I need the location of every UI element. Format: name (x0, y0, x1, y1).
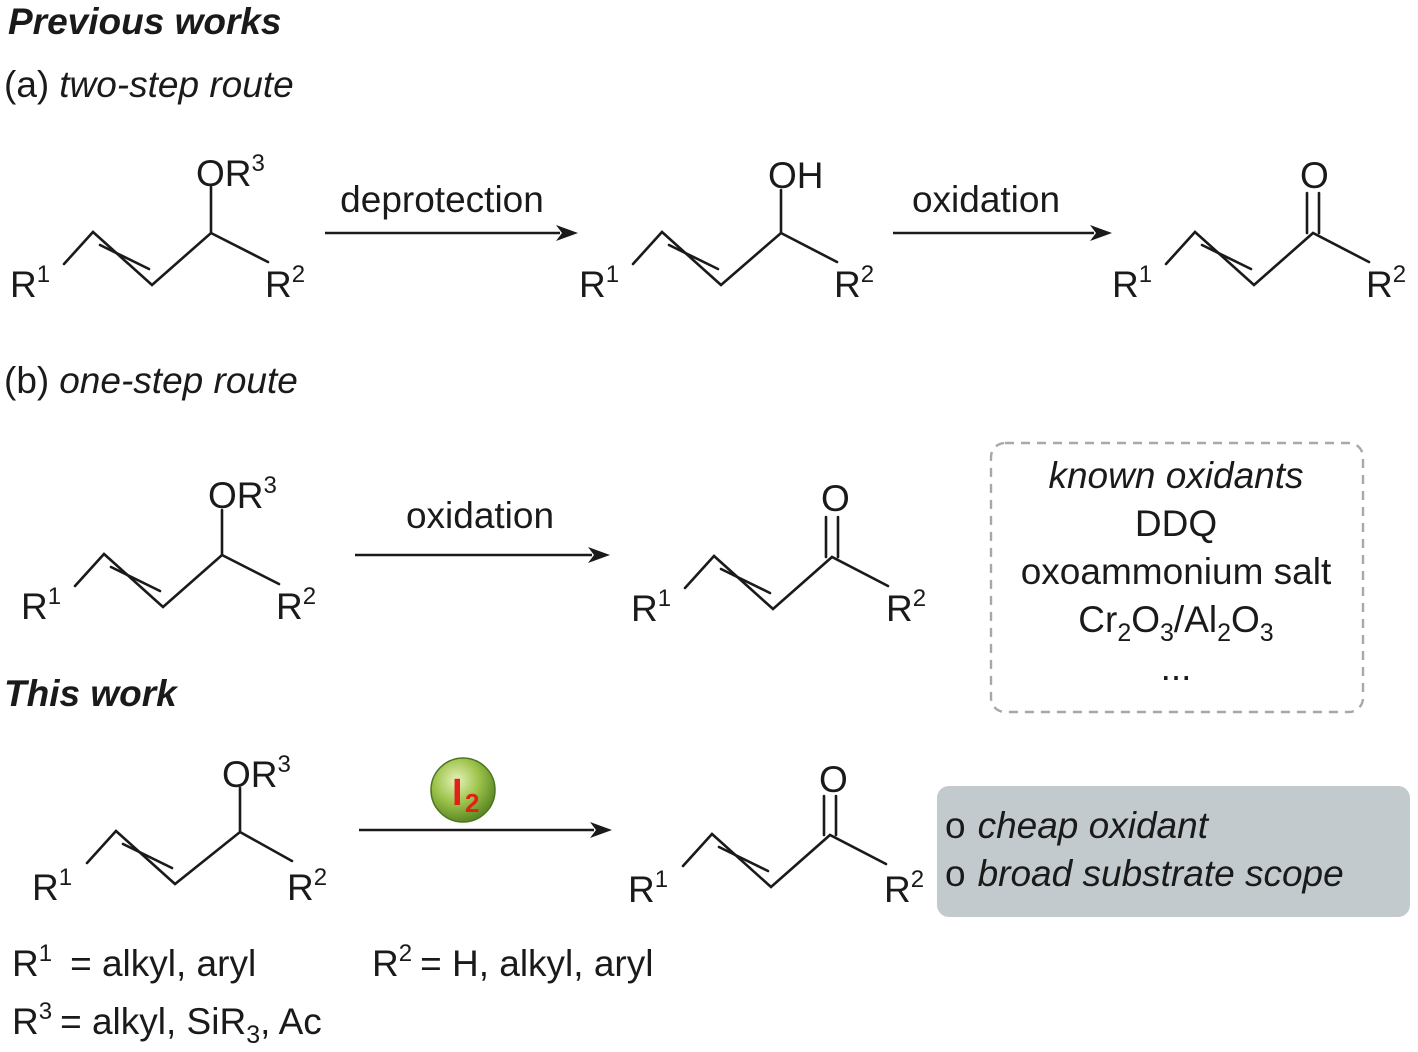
svg-text:R2: R2 (884, 866, 924, 910)
svg-text:R1: R1 (631, 585, 671, 629)
svg-text:R1: R1 (579, 261, 619, 305)
r2-definition: R2= H, alkyl, aryl (372, 940, 653, 984)
svg-text:R1: R1 (1112, 261, 1152, 305)
svg-text:OR3: OR3 (222, 751, 291, 795)
molecule-c2-enone: R1 R2 O (628, 759, 924, 910)
svg-text:R2: R2 (276, 583, 316, 627)
svg-text:R1: R1 (628, 866, 668, 910)
svg-text:O: O (819, 759, 848, 800)
svg-text:R1: R1 (32, 864, 72, 908)
iodine-badge: I 2 (430, 757, 496, 823)
svg-text:R2: R2 (886, 585, 926, 629)
known-oxidants-box: known oxidants DDQ oxoammonium salt Cr2O… (989, 441, 1365, 714)
svg-text:2: 2 (465, 788, 479, 818)
svg-text:I: I (452, 772, 463, 814)
molecule-a1: R1 R2 OR3 (10, 150, 305, 305)
svg-text:R1: R1 (10, 261, 50, 305)
svg-text:R2: R2 (265, 261, 305, 305)
svg-text:R1: R1 (21, 583, 61, 627)
molecule-b1: R1 R2 OR3 (21, 472, 316, 627)
known-oxidants-title: known oxidants (1048, 455, 1303, 496)
svg-text:O: O (821, 478, 850, 519)
svg-text:R2: R2 (287, 864, 327, 908)
molecule-b2-enone: R1 R2 O (631, 478, 926, 629)
substituent-definitions: R1= alkyl, aryl R2= H, alkyl, aryl R3= a… (12, 940, 653, 1049)
arrow-oxidation-a: oxidation (893, 179, 1112, 241)
svg-text:R2: R2 (1366, 261, 1406, 305)
molecule-a3-enone: R1 R2 O (1112, 155, 1406, 305)
svg-text:OH: OH (768, 155, 824, 196)
oxidant-oxoammonium: oxoammonium salt (1021, 551, 1332, 592)
arrow-deprotection: deprotection (325, 179, 578, 241)
previous-works-heading: Previous works (8, 1, 282, 42)
svg-text:OR3: OR3 (208, 472, 277, 516)
route-b-heading: (b)one-step route (4, 360, 298, 401)
svg-text:OR3: OR3 (196, 150, 265, 194)
svg-text:deprotection: deprotection (340, 179, 544, 220)
svg-text:oxidation: oxidation (912, 179, 1060, 220)
route-a-heading: (a)two-step route (4, 64, 294, 105)
molecule-c1: R1 R2 OR3 (32, 751, 327, 908)
r3-definition: R3= alkyl, SiR3, Ac (12, 998, 322, 1049)
svg-text:oxidation: oxidation (406, 495, 554, 536)
oxidant-ddq: DDQ (1135, 503, 1217, 544)
oxidant-chromium: Cr2O3/Al2O3 (1078, 599, 1273, 647)
oxidant-more: ... (1161, 647, 1192, 688)
svg-text:O: O (1300, 155, 1329, 196)
arrow-iodine: I 2 (359, 757, 612, 838)
r1-definition: R1= alkyl, aryl (12, 940, 256, 984)
svg-text:R2: R2 (834, 261, 874, 305)
molecule-a2: R1 R2 OH (579, 155, 874, 305)
arrow-oxidation-b: oxidation (355, 495, 610, 563)
this-work-heading: This work (4, 673, 179, 714)
